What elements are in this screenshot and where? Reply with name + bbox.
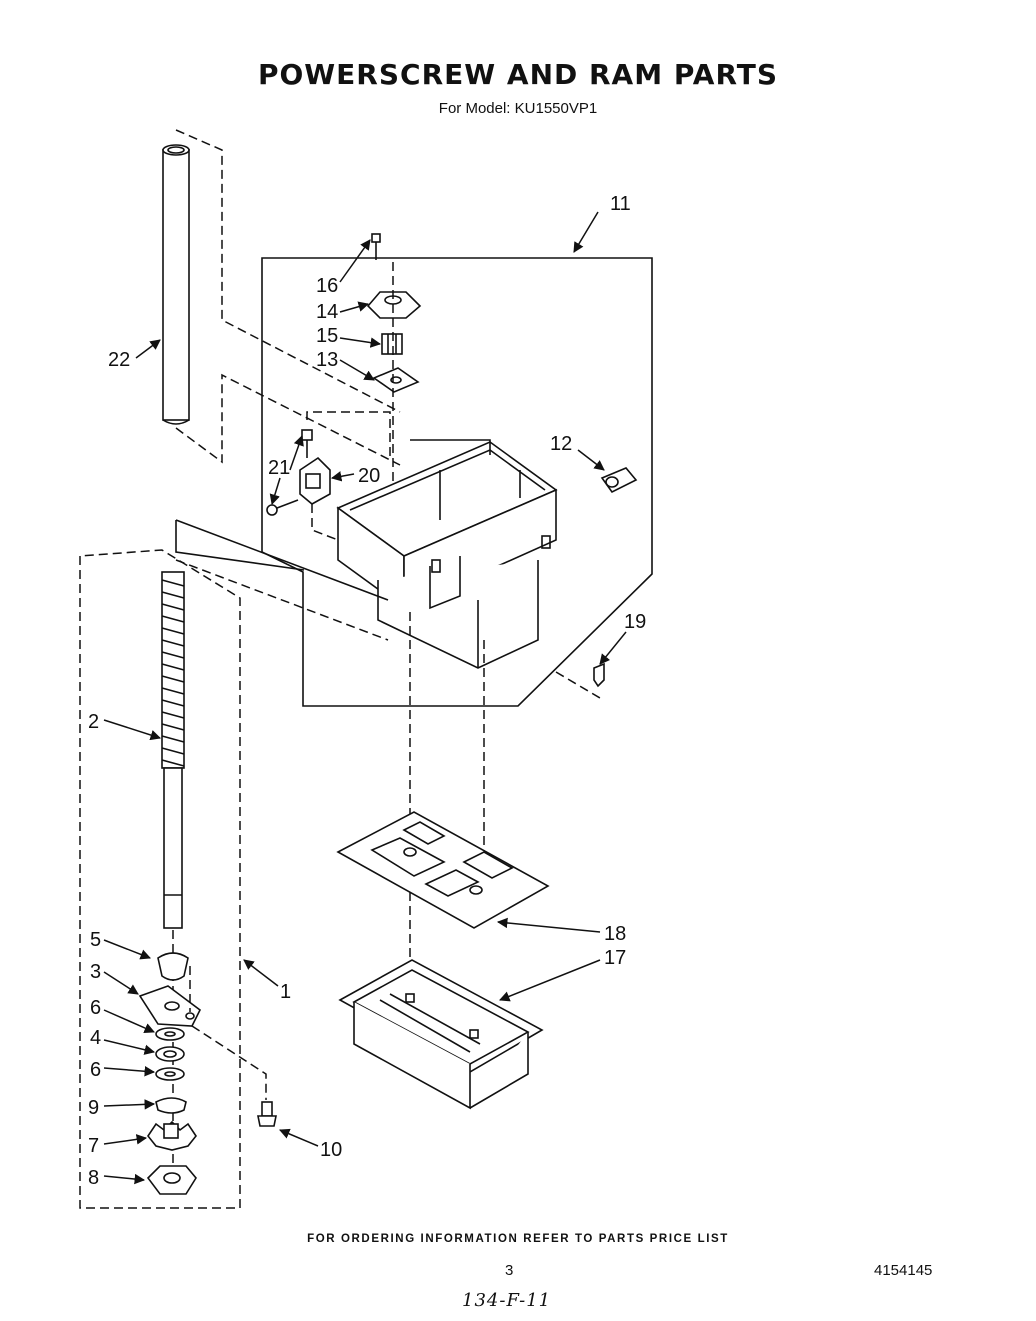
callout-2: 2	[88, 711, 99, 733]
callout-16: 16	[316, 275, 338, 297]
bearing-part-4	[155, 1046, 185, 1062]
callout-labels: 11 16 14 15 13 22 12 21 20 19 2 18 17 5 …	[88, 193, 646, 1189]
callout-4: 4	[90, 1027, 101, 1049]
callout-18: 18	[604, 923, 626, 945]
nut-part-15	[381, 333, 403, 355]
ordering-note: FOR ORDERING INFORMATION REFER TO PARTS …	[307, 1233, 729, 1245]
callout-7: 7	[88, 1135, 99, 1157]
tube-guide-line	[175, 129, 401, 413]
screws-part-21	[266, 429, 313, 516]
callout-6-lower: 6	[90, 1059, 101, 1081]
assembly-frame-1	[79, 549, 241, 1209]
tube-part-22	[162, 144, 190, 425]
handwritten-note: 134-F-11	[462, 1290, 552, 1311]
callout-22: 22	[108, 349, 130, 371]
callout-8: 8	[88, 1167, 99, 1189]
callout-21: 21	[268, 457, 290, 479]
sprocket-part-7	[147, 1120, 197, 1151]
switch-part-20	[299, 456, 331, 505]
plate-part-3	[138, 985, 202, 1027]
bracket-part-14	[366, 291, 422, 319]
clip-part-12	[600, 467, 638, 494]
page-title: POWERSCREW AND RAM PARTS	[257, 58, 779, 91]
powerscrew-part-2	[161, 571, 185, 929]
callout-5: 5	[90, 929, 101, 951]
pan-part-17	[338, 959, 544, 1110]
model-subtitle: For Model: KU1550VP1	[438, 100, 598, 117]
assembly-frame-11	[261, 257, 653, 707]
callout-13: 13	[316, 349, 338, 371]
nut-part-8	[146, 1165, 197, 1195]
callout-3: 3	[90, 961, 101, 983]
callout-1: 1	[280, 981, 291, 1003]
page-number: 3	[505, 1262, 514, 1279]
washer-part-6-lower	[155, 1067, 185, 1081]
callout-17: 17	[604, 947, 626, 969]
callout-9: 9	[88, 1097, 99, 1119]
document-number: 4154145	[874, 1262, 933, 1279]
screw-part-16	[371, 233, 381, 260]
callout-11: 11	[610, 193, 631, 215]
bushing-part-9	[155, 1097, 187, 1114]
callout-20: 20	[358, 465, 380, 487]
bearing-part-5	[157, 952, 189, 981]
gasket-part-18	[336, 811, 550, 929]
washer-part-6-upper	[155, 1027, 185, 1041]
plate-part-13	[372, 367, 420, 393]
tube-guide-line-lower	[175, 373, 401, 466]
ram-housing	[336, 439, 558, 669]
leader-arrows	[103, 211, 627, 1185]
callout-19: 19	[624, 611, 646, 633]
screw-part-10	[257, 1101, 277, 1127]
callout-12: 12	[550, 433, 572, 455]
callout-6-upper: 6	[90, 997, 101, 1019]
callout-10: 10	[320, 1139, 342, 1161]
screw-part-19	[593, 662, 605, 688]
callout-15: 15	[316, 325, 338, 347]
callout-14: 14	[316, 301, 338, 323]
